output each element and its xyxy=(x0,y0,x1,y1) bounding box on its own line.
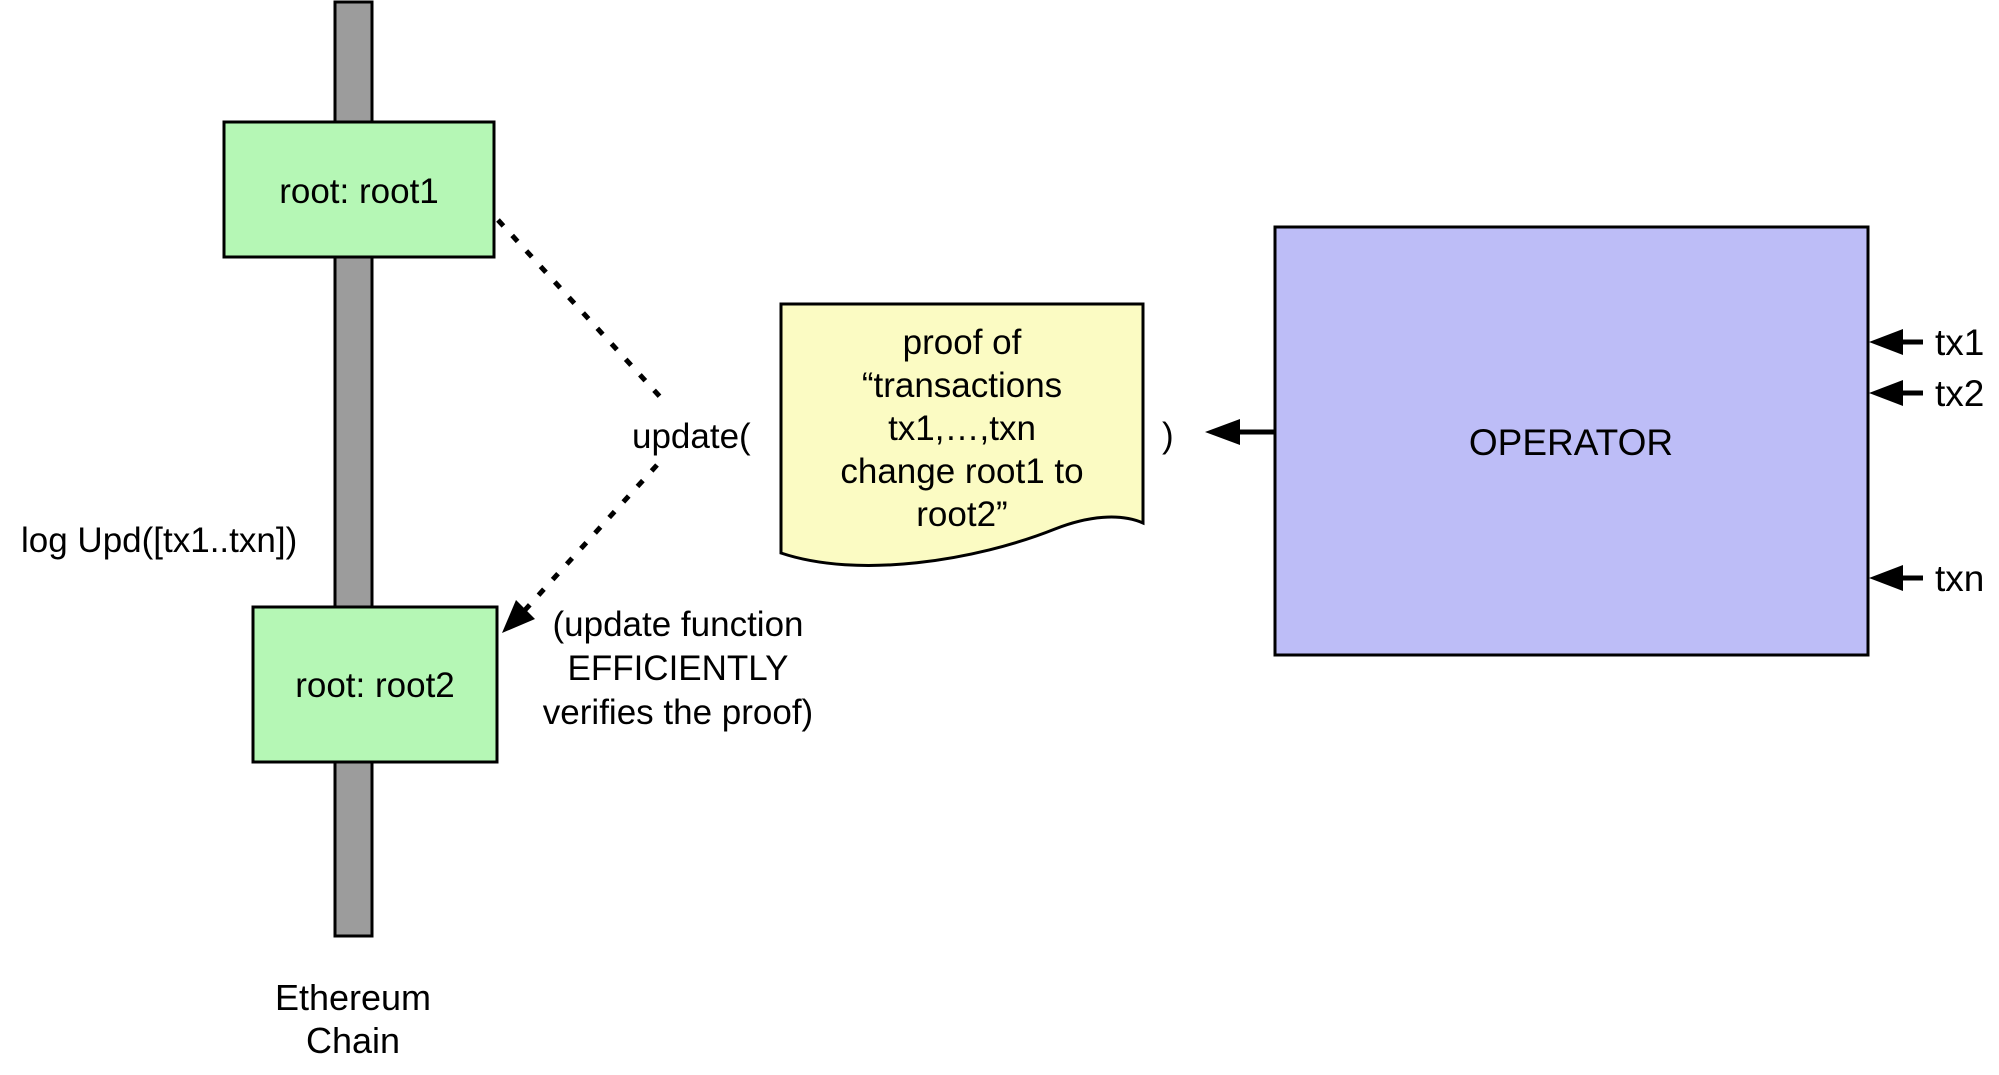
operator-to-update-arrowhead-icon xyxy=(1205,419,1240,445)
proof-note-line: root2” xyxy=(916,495,1007,534)
verify-note-line: EFFICIENTLY xyxy=(567,649,788,688)
root1-to-update-dotted-line xyxy=(496,218,665,402)
update-closing-paren-label: ) xyxy=(1162,416,1174,455)
txn-input-label: txn xyxy=(1935,558,1984,599)
update-to-root2-arrowhead-icon xyxy=(502,600,535,633)
ethereum-chain-caption-line2: Chain xyxy=(306,1020,400,1061)
update-to-root2-dotted-line xyxy=(523,463,659,612)
root1-block xyxy=(222,120,496,259)
ethereum-chain-caption-line1: Ethereum xyxy=(275,977,431,1018)
proof-note-line: change root1 to xyxy=(840,452,1083,491)
update-function-prefix-label: update( xyxy=(632,417,751,456)
operator-box xyxy=(1273,225,1870,657)
txn-input-arrowhead-icon xyxy=(1869,565,1903,591)
operator-box-label: OPERATOR xyxy=(1469,422,1673,463)
proof-note-line: tx1,…,txn xyxy=(888,409,1036,448)
root2-block xyxy=(251,605,499,764)
proof-note-line: proof of xyxy=(903,323,1022,362)
verify-note-line: (update function xyxy=(552,605,803,644)
tx2-input-arrowhead-icon xyxy=(1869,380,1903,406)
verify-note-line: verifies the proof) xyxy=(543,693,813,732)
tx1-input-label: tx1 xyxy=(1935,322,1984,363)
root2-block-label: root: root2 xyxy=(295,666,455,705)
tx1-input-arrowhead-icon xyxy=(1869,329,1903,355)
proof-note xyxy=(779,302,1145,567)
tx2-input-label: tx2 xyxy=(1935,373,1984,414)
proof-note-line: “transactions xyxy=(862,366,1062,405)
log-upd-label: log Upd([tx1..txn]) xyxy=(21,521,297,560)
root1-block-label: root: root1 xyxy=(279,172,439,211)
